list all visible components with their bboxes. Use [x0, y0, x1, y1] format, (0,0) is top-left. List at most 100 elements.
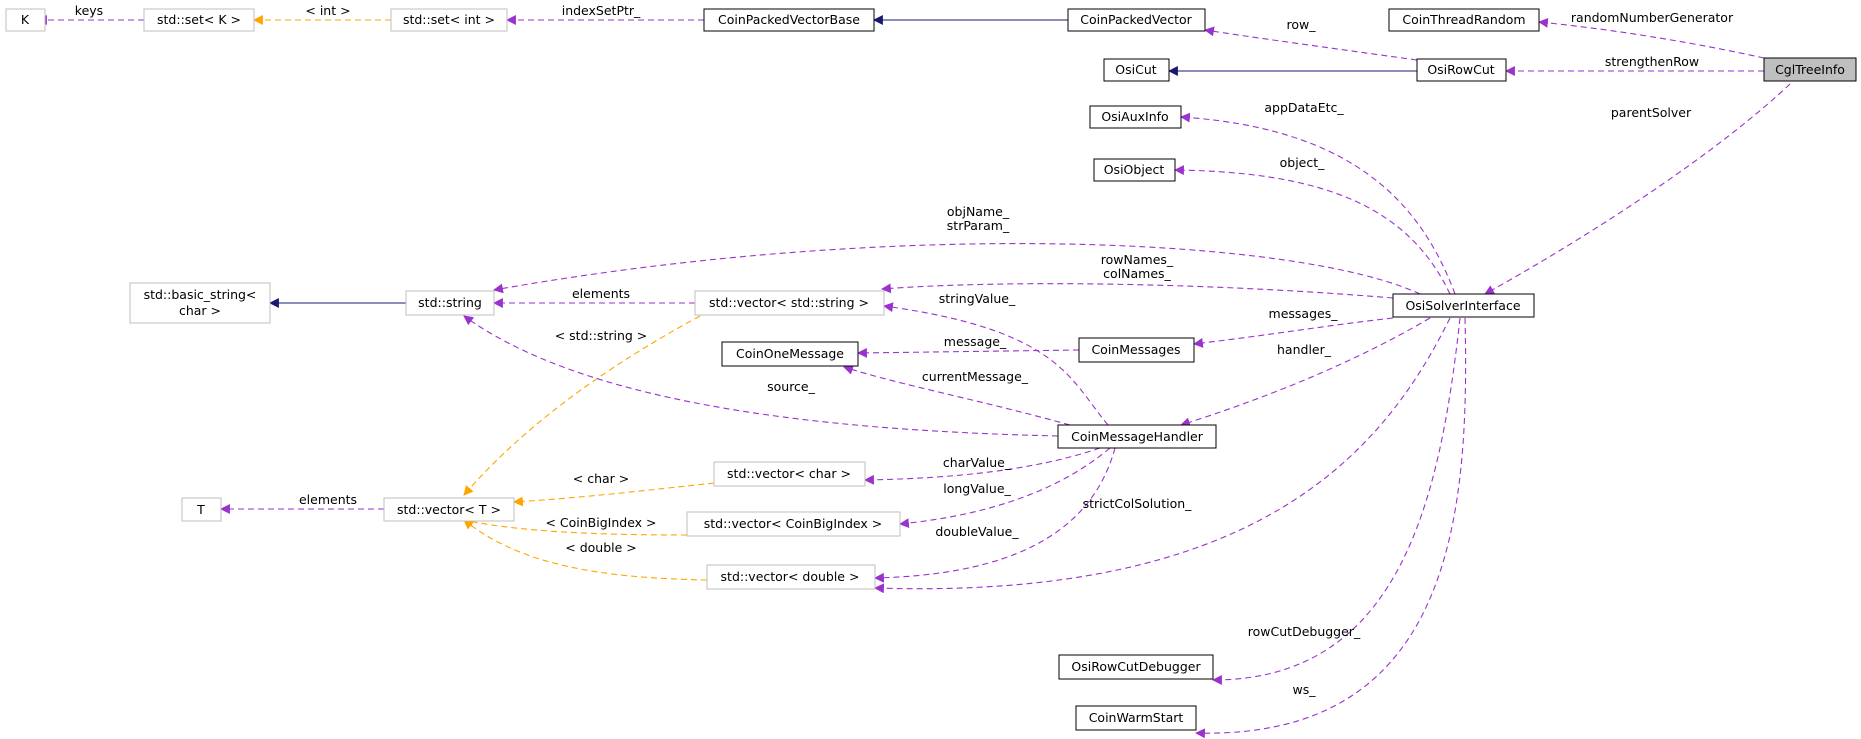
- node-vector-double-label: std::vector< double >: [721, 569, 860, 584]
- label-ws: ws_: [1293, 682, 1317, 697]
- edge-long-value: [899, 447, 1111, 529]
- node-coin-messages[interactable]: CoinMessages: [1078, 337, 1195, 363]
- node-vector-double[interactable]: std::vector< double >: [706, 564, 876, 590]
- node-vector-big-index[interactable]: std::vector< CoinBigIndex >: [686, 511, 901, 537]
- label-messages: messages_: [1269, 306, 1339, 321]
- node-coin-message-handler-label: CoinMessageHandler: [1071, 429, 1204, 444]
- label-big-index-template: < CoinBigIndex >: [545, 515, 656, 530]
- label-row: row_: [1287, 17, 1317, 32]
- node-set-int[interactable]: std::set< int >: [390, 8, 508, 32]
- node-vector-t-label: std::vector< T >: [397, 502, 501, 517]
- node-k[interactable]: K: [5, 8, 46, 32]
- label-double-template: < double >: [565, 540, 637, 555]
- node-basic-string-label-2: char >: [179, 303, 221, 318]
- edge-current-message: [843, 365, 1071, 426]
- label-double-value: doubleValue_: [935, 524, 1019, 539]
- node-vector-char[interactable]: std::vector< char >: [713, 461, 866, 487]
- node-coin-one-message-label: CoinOneMessage: [736, 346, 844, 361]
- node-osi-solver-interface-label: OsiSolverInterface: [1405, 298, 1520, 313]
- node-basic-string-label-1: std::basic_string<: [144, 287, 257, 302]
- edge-double-value: [874, 447, 1116, 583]
- node-vector-char-label: std::vector< char >: [727, 466, 851, 481]
- node-coin-warm-start[interactable]: CoinWarmStart: [1075, 705, 1197, 731]
- edge-char-template: [513, 482, 715, 507]
- edge-row: [1204, 26, 1418, 61]
- label-object: object_: [1280, 155, 1326, 170]
- label-elements-t: elements: [299, 492, 357, 507]
- edge-strict-col-solution: [874, 317, 1451, 594]
- node-osi-cut[interactable]: OsiCut: [1103, 58, 1170, 82]
- node-vector-string-label: std::vector< std::string >: [709, 295, 869, 310]
- node-vector-t[interactable]: std::vector< T >: [383, 497, 515, 522]
- label-parent-solver: parentSolver: [1611, 105, 1692, 120]
- label-source: source_: [767, 379, 816, 394]
- node-coin-messages-label: CoinMessages: [1091, 342, 1180, 357]
- label-handler: handler_: [1277, 342, 1332, 357]
- edge-std-string-template: [463, 315, 701, 496]
- label-char-template: < char >: [573, 471, 630, 486]
- node-set-k-label: std::set< K >: [157, 12, 241, 27]
- label-obj-name: objName_: [947, 204, 1010, 219]
- edge-app-data-etc: [1180, 112, 1456, 295]
- node-set-k[interactable]: std::set< K >: [143, 8, 255, 32]
- label-long-value: longValue_: [943, 481, 1011, 496]
- edge-big-index-template: [463, 517, 688, 536]
- edge-double-template: [463, 519, 708, 581]
- label-string-template: < std::string >: [555, 328, 648, 343]
- edge-handler: [1180, 317, 1431, 428]
- edge-obj-name: [493, 243, 1421, 295]
- node-coin-message-handler[interactable]: CoinMessageHandler: [1057, 424, 1217, 449]
- edge-message: [857, 347, 1080, 358]
- node-osi-row-cut-debugger[interactable]: OsiRowCutDebugger: [1058, 654, 1214, 680]
- node-osi-solver-interface[interactable]: OsiSolverInterface: [1392, 293, 1535, 318]
- label-str-param: strParam_: [947, 218, 1010, 233]
- label-app-data-etc: appDataEtc_: [1264, 100, 1344, 115]
- node-t-label: T: [196, 502, 205, 517]
- node-osi-row-cut[interactable]: OsiRowCut: [1416, 58, 1507, 82]
- node-set-int-label: std::set< int >: [403, 12, 495, 27]
- node-osi-aux-info[interactable]: OsiAuxInfo: [1089, 105, 1182, 129]
- node-coin-thread-random[interactable]: CoinThreadRandom: [1388, 8, 1540, 32]
- node-t[interactable]: T: [181, 497, 222, 522]
- node-basic-string[interactable]: std::basic_string< char >: [129, 282, 271, 324]
- edge-random-number-generator: [1538, 17, 1765, 59]
- node-coin-one-message[interactable]: CoinOneMessage: [721, 341, 859, 367]
- node-osi-object-label: OsiObject: [1104, 162, 1165, 177]
- edge-source: [463, 315, 1059, 437]
- label-elements-string: elements: [572, 286, 630, 301]
- edge-row-names: [881, 283, 1394, 299]
- label-strengthen-row: strengthenRow: [1605, 54, 1699, 69]
- edge-row-cut-debugger: [1212, 317, 1461, 685]
- node-osi-row-cut-debugger-label: OsiRowCutDebugger: [1071, 659, 1201, 674]
- node-coin-thread-random-label: CoinThreadRandom: [1402, 12, 1525, 27]
- label-row-names: rowNames_: [1101, 252, 1174, 267]
- label-message: message_: [944, 334, 1007, 349]
- label-keys: keys: [75, 3, 103, 18]
- edge-string-value: [883, 302, 1109, 426]
- node-coin-packed-vector-label: CoinPackedVector: [1080, 12, 1192, 27]
- label-string-value: stringValue_: [939, 291, 1016, 306]
- node-coin-packed-vector-base-label: CoinPackedVectorBase: [718, 12, 860, 27]
- node-k-label: K: [21, 12, 30, 27]
- label-random-number-generator: randomNumberGenerator: [1571, 10, 1734, 25]
- label-char-value: charValue_: [943, 455, 1012, 470]
- label-row-cut-debugger: rowCutDebugger_: [1248, 624, 1361, 639]
- node-osi-cut-label: OsiCut: [1115, 62, 1156, 77]
- node-vector-string[interactable]: std::vector< std::string >: [694, 290, 885, 316]
- edge-char-value: [864, 447, 1101, 485]
- node-cgl-tree-info-label: CglTreeInfo: [1775, 62, 1845, 77]
- node-std-string[interactable]: std::string: [405, 290, 495, 316]
- node-osi-object[interactable]: OsiObject: [1093, 158, 1176, 182]
- node-osi-aux-info-label: OsiAuxInfo: [1101, 109, 1168, 124]
- edge-ws: [1195, 317, 1467, 739]
- label-current-message: currentMessage_: [922, 369, 1029, 384]
- label-strict-col-solution: strictColSolution_: [1083, 496, 1193, 511]
- node-vector-big-index-label: std::vector< CoinBigIndex >: [704, 516, 882, 531]
- node-coin-packed-vector[interactable]: CoinPackedVector: [1067, 8, 1206, 32]
- edge-object: [1174, 165, 1451, 295]
- node-coin-packed-vector-base[interactable]: CoinPackedVectorBase: [703, 8, 875, 32]
- node-cgl-tree-info[interactable]: CglTreeInfo: [1763, 57, 1857, 82]
- node-std-string-label: std::string: [418, 295, 482, 310]
- edge-parent-solver: [1484, 83, 1791, 295]
